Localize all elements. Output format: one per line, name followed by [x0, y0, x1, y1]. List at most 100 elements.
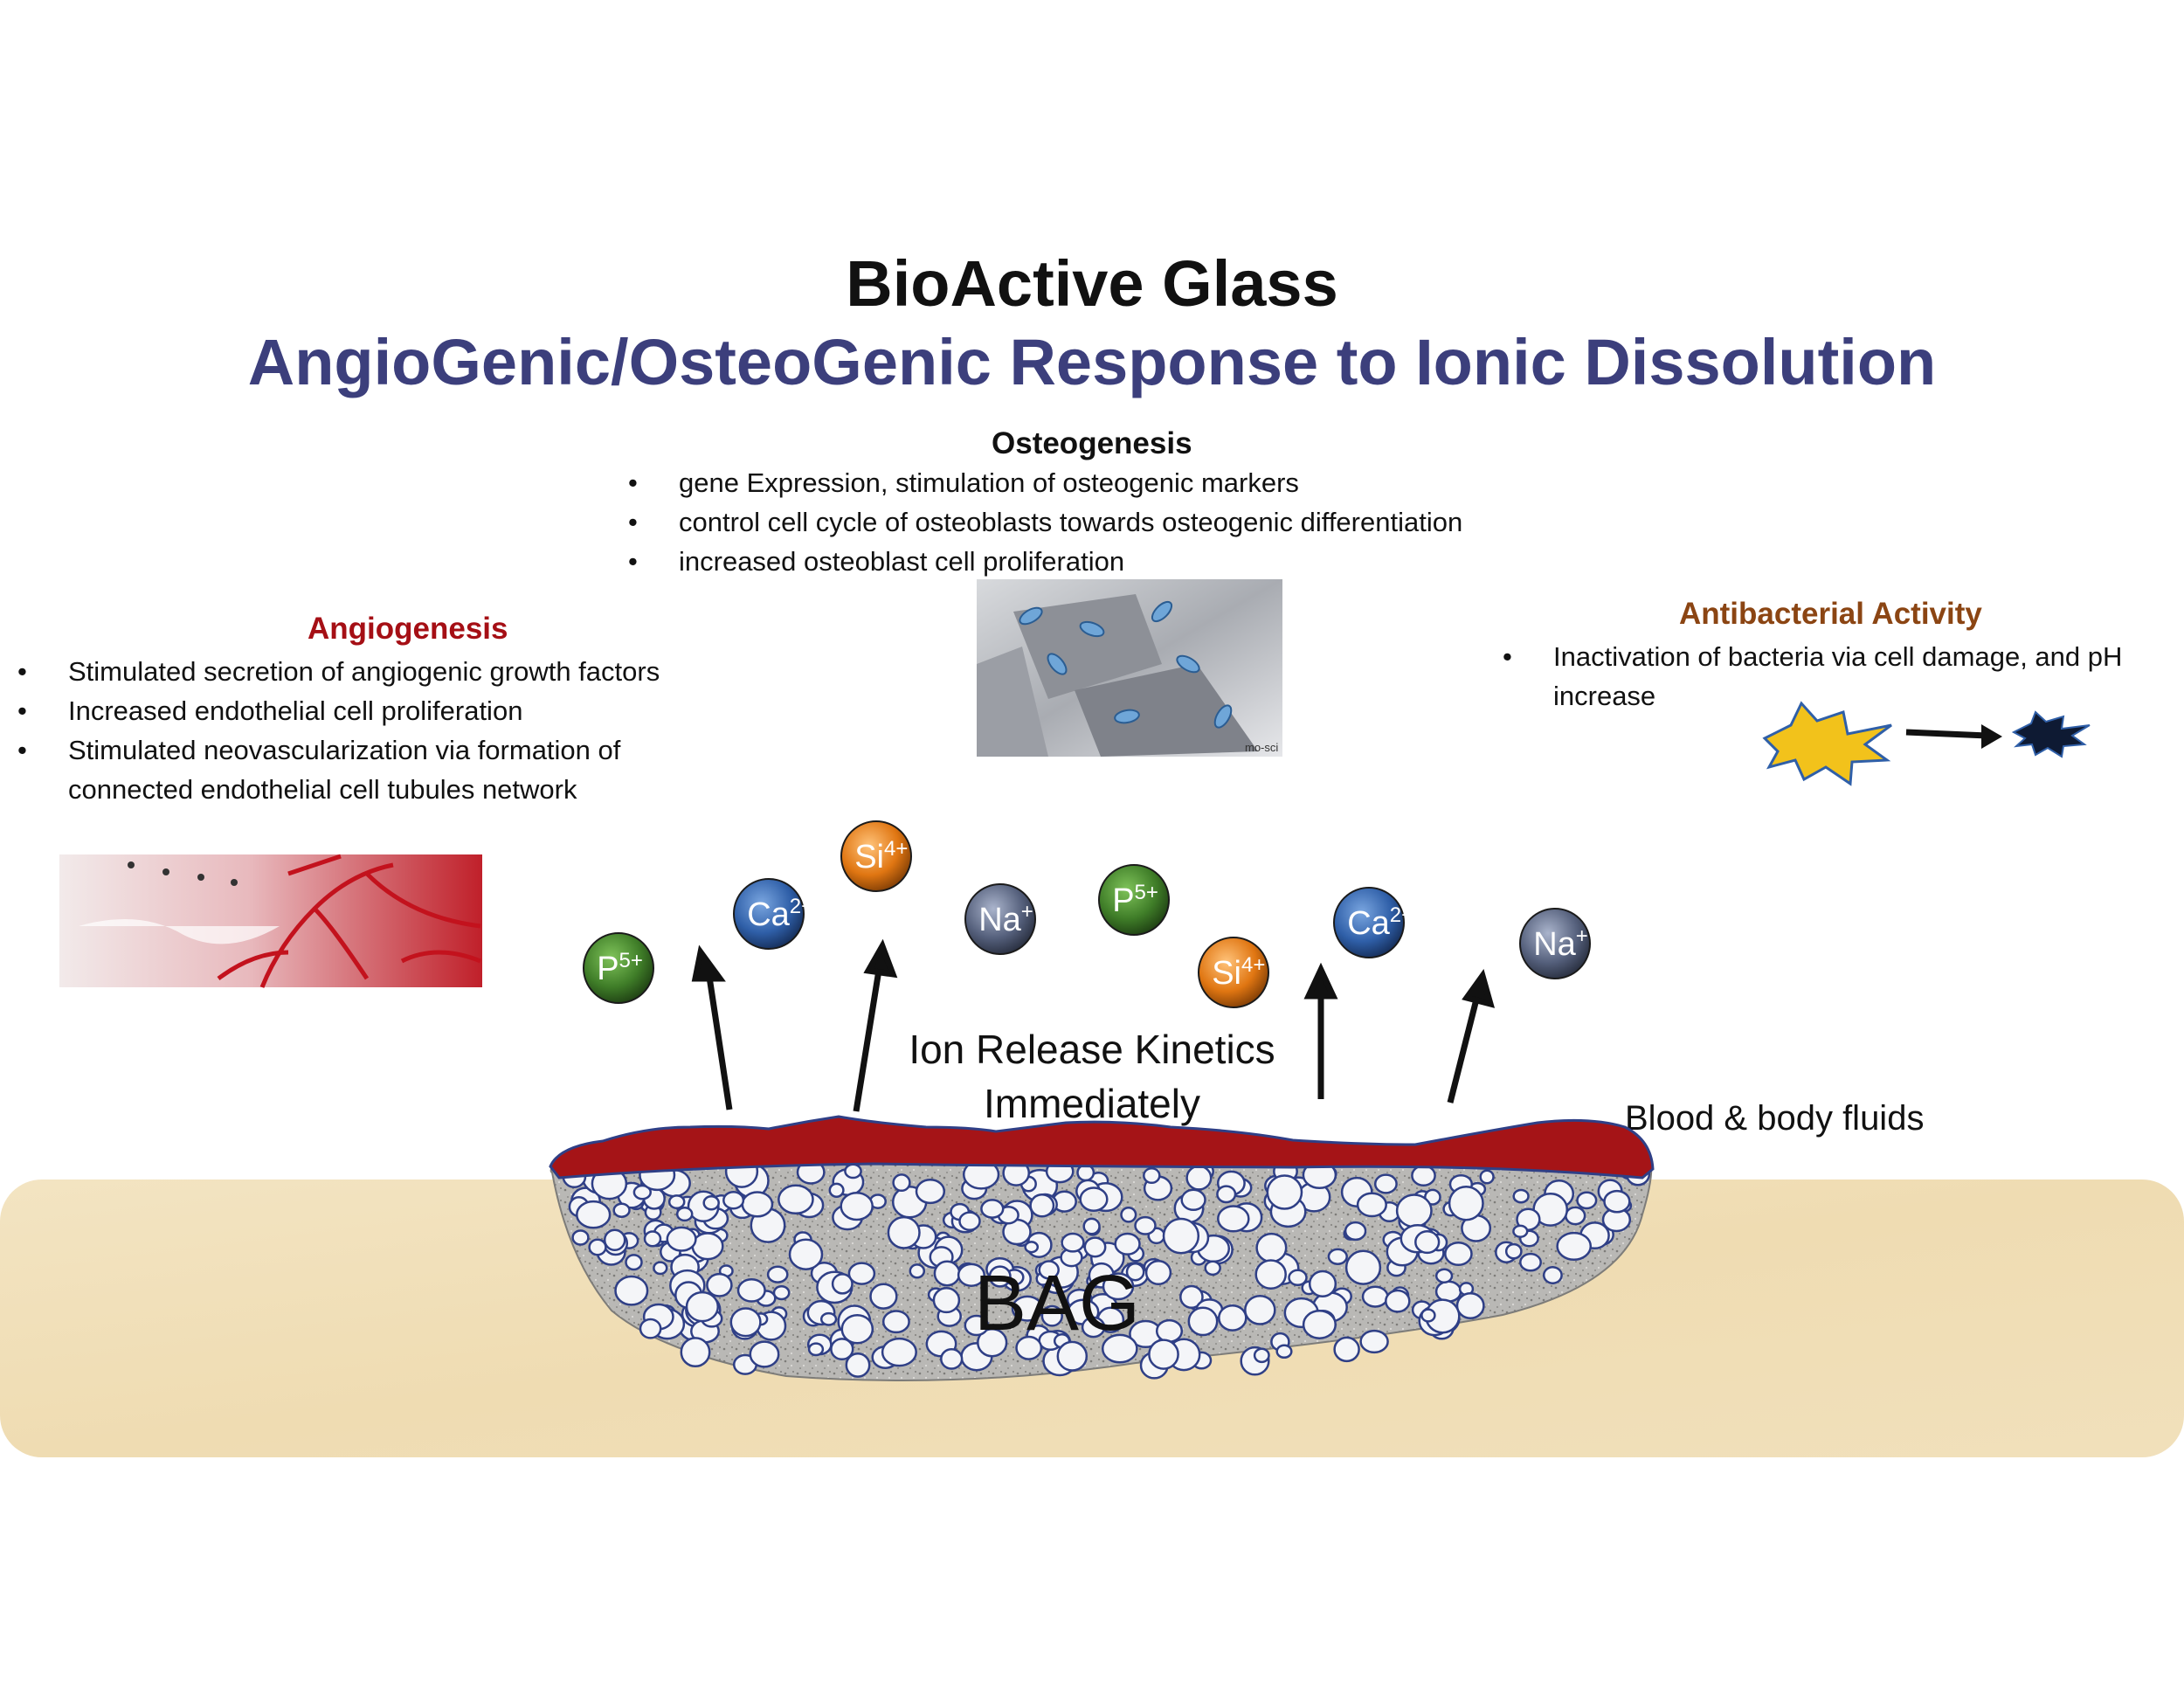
glass-bead: [819, 1311, 838, 1326]
ion-release-label: Ion Release Kinetics Immediately: [865, 1022, 1319, 1131]
glass-bead: [1479, 1169, 1495, 1185]
glass-bead: [1356, 1192, 1387, 1218]
glass-bead: [614, 1275, 649, 1306]
glass-bead: [1254, 1259, 1287, 1290]
glass-bead: [1143, 1166, 1161, 1185]
glass-bead: [1444, 1241, 1473, 1267]
osteogenesis-image: mo-sci: [977, 579, 1282, 757]
glass-beads: [562, 1154, 1651, 1380]
glass-bead: [932, 1287, 961, 1314]
glass-bead: [749, 1340, 780, 1368]
glass-bead: [639, 1318, 662, 1339]
glass-bead: [1434, 1280, 1462, 1303]
ion-label: Ca2+: [1347, 903, 1413, 942]
arrow-head: [1462, 969, 1496, 1008]
arrow-head: [863, 938, 898, 979]
glass-bead: [909, 1263, 926, 1279]
glass-bead: [1162, 1217, 1200, 1255]
glass-bead: [576, 1200, 612, 1229]
ion-sphere-body: [1519, 908, 1591, 979]
blood-fluids-label: Blood & body fluids: [1625, 1099, 1925, 1138]
glass-bead: [702, 1195, 720, 1211]
glass-bead: [1180, 1188, 1206, 1212]
ion-spheres: P5+Ca2+Si4+Na+P5+Si4+Ca2+Na+: [583, 820, 1591, 1008]
glass-bead: [831, 1273, 854, 1295]
glass-bead: [1395, 1193, 1433, 1228]
glass-bead: [1420, 1308, 1436, 1323]
glass-bead: [1120, 1206, 1137, 1223]
glass-bead: [612, 1202, 631, 1218]
glass-bead: [588, 1238, 607, 1256]
dead-bacteria-icon: [2011, 710, 2091, 758]
ion-label: P5+: [597, 949, 643, 987]
glass-bead: [1516, 1207, 1541, 1231]
glass-bead: [741, 1191, 774, 1218]
glass-bead: [766, 1265, 789, 1283]
glass-bead: [1275, 1344, 1293, 1359]
angiogenesis-heading: Angiogenesis: [308, 612, 508, 646]
ion-sphere-body: [583, 932, 654, 1004]
arrow-head: [1303, 962, 1338, 1000]
glass-bead: [772, 1284, 791, 1301]
ion-sphere-body: [840, 820, 912, 892]
osteogenesis-heading: Osteogenesis: [992, 426, 1192, 460]
glass-bead: [1266, 1174, 1303, 1210]
glass-bead: [1244, 1295, 1276, 1325]
angiogenesis-list: Stimulated secretion of angiogenic growt…: [14, 652, 730, 809]
ion-label: Na+: [1533, 924, 1588, 963]
glass-bead: [653, 1261, 668, 1276]
ion-sphere: Si4+: [840, 820, 912, 892]
glass-bead: [1082, 1217, 1101, 1235]
antibacterial-heading: Antibacterial Activity: [1679, 597, 1982, 631]
glass-bead: [933, 1260, 961, 1287]
glass-bead: [666, 1226, 697, 1252]
glass-bead: [1308, 1269, 1337, 1298]
ion-sphere: Na+: [964, 883, 1036, 955]
blood-layer: [549, 1115, 1655, 1180]
glass-bead: [632, 1184, 652, 1200]
glass-bead: [1302, 1310, 1337, 1339]
glass-bead: [729, 1307, 762, 1338]
glass-bead: [1455, 1292, 1485, 1319]
glass-bead: [957, 1263, 985, 1287]
glass-bead: [603, 1228, 626, 1251]
glass-bead: [1373, 1173, 1398, 1194]
ion-sphere-body: [1098, 864, 1170, 936]
glass-bead: [940, 1348, 964, 1370]
glass-bead: [1361, 1285, 1389, 1308]
angiogenesis-item: Increased endothelial cell proliferation: [14, 691, 730, 730]
glass-bead: [1148, 1339, 1179, 1370]
glass-bead: [680, 1337, 711, 1368]
glass-bead: [1512, 1188, 1530, 1204]
glass-bead: [1603, 1189, 1631, 1214]
glass-bead: [1255, 1232, 1288, 1263]
glass-bead: [1344, 1249, 1382, 1285]
glass-bead: [881, 1310, 910, 1334]
osteogenesis-item: control cell cycle of osteoblasts toward…: [625, 502, 1586, 542]
ion-sphere: Ca2+: [733, 878, 813, 950]
glass-bead: [915, 1179, 946, 1205]
ion-sphere-body: [1333, 887, 1405, 958]
glass-bead: [807, 1342, 825, 1357]
glass-bead: [1504, 1242, 1523, 1260]
glass-bead: [958, 1211, 981, 1232]
glass-bead: [685, 1290, 720, 1323]
ion-sphere: Ca2+: [1333, 887, 1413, 958]
bag-label: BAG: [974, 1260, 1140, 1347]
glass-bead: [840, 1191, 874, 1221]
bacteria-inactivation-icon: [1762, 701, 2091, 786]
ion-sphere-body: [964, 883, 1036, 955]
osteogenesis-item: increased osteoblast cell proliferation: [625, 542, 1586, 581]
arrow-head: [1981, 724, 2002, 749]
ion-release-arrows: [691, 938, 1496, 1112]
glass-bead: [1542, 1266, 1563, 1284]
glass-bead: [1556, 1231, 1593, 1261]
glass-bead: [1083, 1236, 1107, 1258]
glass-bead: [1576, 1191, 1598, 1210]
glass-bead: [722, 1190, 745, 1210]
glass-bead: [643, 1230, 662, 1248]
glass-bead: [847, 1262, 876, 1285]
glass-bead: [1015, 1335, 1043, 1360]
glass-bead: [1565, 1206, 1586, 1226]
